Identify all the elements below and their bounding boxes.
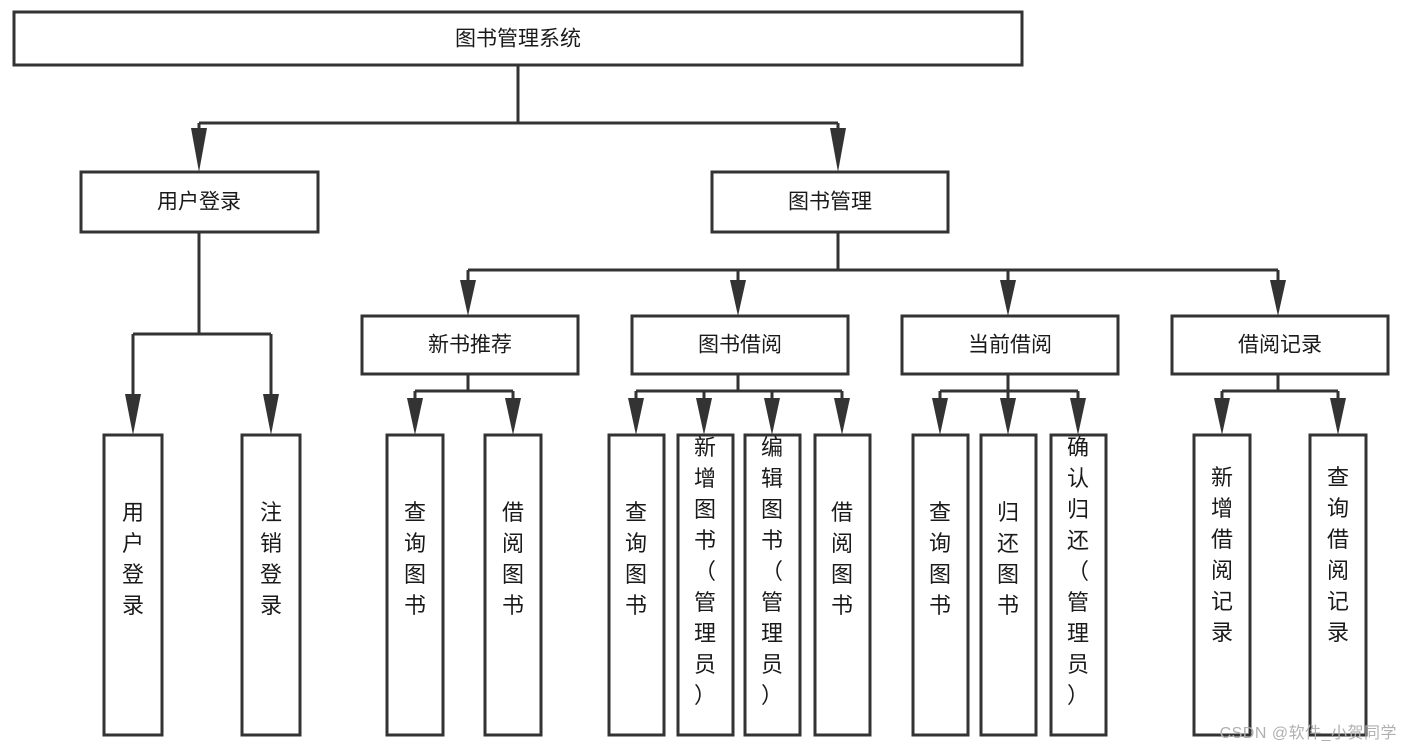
arrow-head-leaf-add-record [1214,398,1230,435]
leaf-query-book-1-label: 查询图书 [404,500,426,618]
leaf-add-record-box[interactable] [1192,433,1252,737]
arrow-head-current-borrow [1000,280,1016,316]
node-new-book-recommend-label: 新书推荐 [428,334,512,357]
arrow-head-leaf-confirm-return [1070,398,1086,435]
node-book-manage[interactable]: 图书管理 [710,170,950,234]
arrow-head-leaf-return-book [1000,398,1016,435]
leaf-add-record-label: 新增借阅记录 [1211,465,1233,645]
leaf-return-book-box[interactable] [979,433,1038,737]
leaf-query-book-2[interactable]: 查询图书 [607,433,666,737]
leaf-query-book-3-box[interactable] [911,433,970,737]
leaf-confirm-return-box[interactable] [1049,433,1108,737]
leaf-edit-book-box[interactable] [743,433,802,737]
arrow-head-leaf-borrow-book-2 [834,398,850,435]
node-book-borrow[interactable]: 图书借阅 [630,314,850,376]
node-user-login-box[interactable] [79,170,320,234]
leaf-query-book-2-box[interactable] [607,433,666,737]
node-current-borrow-box[interactable] [900,314,1120,376]
leaf-query-record[interactable]: 查询借阅记录 [1308,433,1368,737]
arrow-head-user-login [191,128,207,172]
arrow-head-book-manage [830,128,846,172]
node-current-borrow[interactable]: 当前借阅 [900,314,1120,376]
leaf-borrow-book-2-label: 借阅图书 [831,500,853,618]
arrow-head-leaf-query-book-3 [932,398,948,435]
csdn-watermark: CSDN @软件_小贺同学 [1219,725,1397,742]
leaf-borrow-book-1-label: 借阅图书 [502,500,524,618]
arrow-head-leaf-query-book-1 [407,398,423,435]
leaf-query-record-box[interactable] [1308,433,1368,737]
leaf-user-login[interactable]: 用户登录 [102,433,164,737]
arrow-head-leaf-user-login [125,394,141,435]
leaf-query-book-3[interactable]: 查询图书 [911,433,970,737]
arrow-head-leaf-borrow-book-1 [505,398,521,435]
node-user-login[interactable]: 用户登录 [79,170,320,234]
leaf-edit-book[interactable]: 编辑图书（管理员） [743,433,802,737]
leaf-logout-label: 注销登录 [260,500,282,618]
leaf-query-book-1-box[interactable] [385,433,445,737]
leaf-add-record[interactable]: 新增借阅记录 [1192,433,1252,737]
leaf-return-book-label: 归还图书 [997,500,1019,618]
leaf-add-book-label: 新增图书（管理员） [694,435,716,708]
node-book-manage-label: 图书管理 [788,191,872,214]
leaf-add-book[interactable]: 新增图书（管理员） [676,433,735,737]
node-root-box[interactable] [12,10,1024,67]
leaf-return-book[interactable]: 归还图书 [979,433,1038,737]
arrow-head-borrow-record [1270,280,1286,316]
arrow-head-leaf-add-book [696,398,712,435]
node-current-borrow-label: 当前借阅 [968,334,1052,357]
leaf-user-login-label: 用户登录 [122,500,144,618]
node-root[interactable]: 图书管理系统 [12,10,1024,67]
node-book-borrow-box[interactable] [630,314,850,376]
leaf-borrow-book-1-box[interactable] [483,433,543,737]
leaf-edit-book-label: 编辑图书（管理员） [761,435,783,708]
node-book-manage-box[interactable] [710,170,950,234]
node-root-label: 图书管理系统 [455,28,581,51]
leaf-logout[interactable]: 注销登录 [240,433,302,737]
arrow-head-leaf-query-record [1330,398,1346,435]
leaf-query-record-label: 查询借阅记录 [1327,465,1349,645]
node-borrow-record-box[interactable] [1170,314,1390,376]
node-new-book-recommend-box[interactable] [360,314,580,376]
leaf-logout-box[interactable] [240,433,302,737]
node-book-borrow-label: 图书借阅 [698,334,782,357]
arrow-head-leaf-edit-book [764,398,780,435]
leaf-query-book-1[interactable]: 查询图书 [385,433,445,737]
leaf-query-book-2-label: 查询图书 [625,500,647,618]
leaf-confirm-return[interactable]: 确认归还（管理员） [1049,433,1108,737]
leaf-borrow-book-1[interactable]: 借阅图书 [483,433,543,737]
arrow-head-leaf-query-book-2 [628,398,644,435]
leaf-borrow-book-2[interactable]: 借阅图书 [813,433,872,737]
leaf-user-login-box[interactable] [102,433,164,737]
node-new-book-recommend[interactable]: 新书推荐 [360,314,580,376]
leaf-confirm-return-label: 确认归还（管理员） [1067,435,1089,708]
node-user-login-label: 用户登录 [157,191,241,214]
arrow-head-book-borrow [730,280,746,316]
leaf-borrow-book-2-box[interactable] [813,433,872,737]
arrow-head-new-book-recommend [460,280,476,316]
connector-layer [125,65,1346,435]
leaf-query-book-3-label: 查询图书 [929,500,951,618]
node-borrow-record[interactable]: 借阅记录 [1170,314,1390,376]
arrow-head-leaf-logout [263,394,279,435]
leaf-add-book-box[interactable] [676,433,735,737]
node-borrow-record-label: 借阅记录 [1238,334,1322,357]
